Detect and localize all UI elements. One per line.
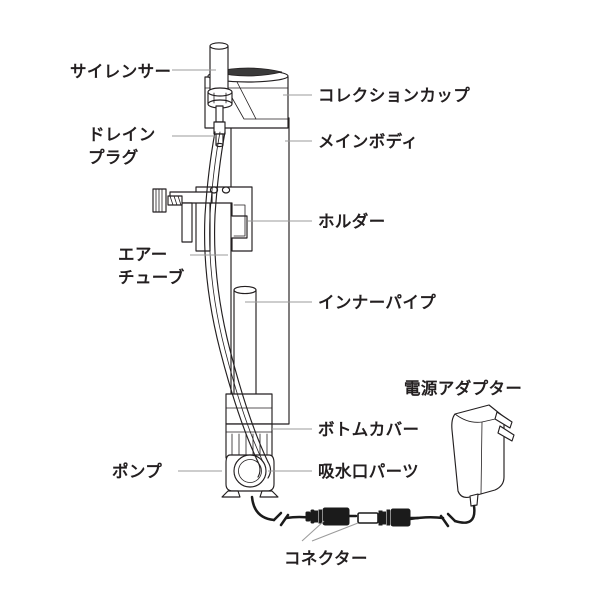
connector-1-shape — [305, 507, 358, 526]
label-connector-line-0: コネクター — [284, 549, 368, 568]
label-air-tube: エアーチューブ — [118, 244, 185, 290]
pump-shape — [225, 393, 273, 425]
intake-parts-shape — [221, 454, 279, 498]
label-holder-line-0: ホルダー — [318, 212, 386, 231]
label-silencer-line-0: サイレンサー — [70, 62, 172, 81]
label-silencer: サイレンサー — [70, 61, 171, 83]
leader-connector-1 — [301, 520, 325, 542]
air-tube-shape — [204, 131, 272, 479]
label-intake-parts-line-0: 吸水口パーツ — [318, 462, 420, 481]
label-main-body-line-0: メインボディ — [318, 132, 419, 151]
connector-leader-lines — [301, 520, 359, 542]
label-inner-pipe: インナーパイプ — [318, 292, 436, 314]
label-drain-plug-line-0: ドレイン — [88, 125, 156, 144]
power-adapter-shape — [451, 404, 515, 507]
label-holder: ホルダー — [318, 211, 386, 233]
label-power-adapter: 電源アダプター — [404, 378, 522, 400]
label-pump: ポンプ — [112, 461, 162, 483]
label-pump-line-0: ポンプ — [112, 462, 163, 481]
label-air-tube-line-0: エアー — [118, 245, 168, 264]
leader-lines — [172, 69, 312, 472]
label-bottom-cover-line-0: ボトムカバー — [318, 420, 420, 439]
label-power-adapter-line-0: 電源アダプター — [404, 379, 523, 398]
label-main-body: メインボディ — [318, 131, 418, 153]
label-drain-plug-line-1: プラグ — [88, 147, 139, 167]
label-collection-cup: コレクションカップ — [318, 85, 470, 107]
adapter-cable — [408, 504, 476, 528]
pump-cable — [250, 495, 314, 527]
label-collection-cup-line-0: コレクションカップ — [318, 86, 471, 105]
connector-2-shape — [357, 508, 420, 527]
label-inner-pipe-line-0: インナーパイプ — [318, 293, 437, 312]
label-bottom-cover: ボトムカバー — [318, 419, 419, 441]
silencer-shape — [207, 42, 233, 109]
inner-pipe-shape — [233, 285, 257, 413]
label-intake-parts: 吸水口パーツ — [318, 461, 419, 483]
holder-shape — [152, 186, 253, 252]
label-drain-plug: ドレインプラグ — [88, 124, 156, 170]
label-connector: コネクター — [284, 548, 368, 570]
drain-plug-shape — [213, 105, 226, 148]
leader-connector-2 — [311, 522, 359, 542]
label-air-tube-line-1: チューブ — [118, 267, 185, 287]
